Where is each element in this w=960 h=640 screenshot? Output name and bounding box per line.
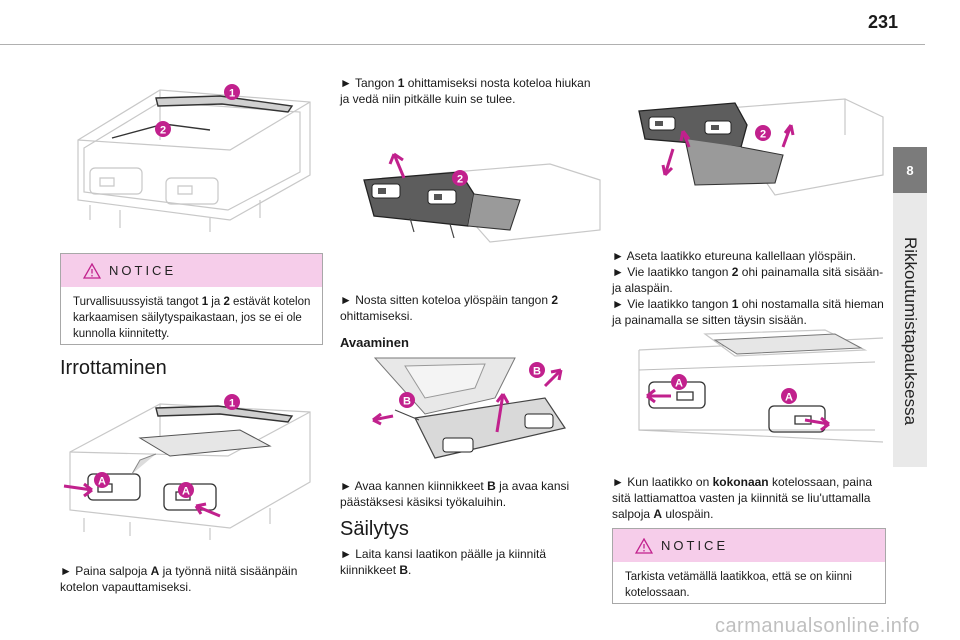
marker-b-right: B <box>533 366 541 378</box>
chapter-title: Rikkoutumistapauksessa <box>893 196 927 466</box>
step-lift-bar-2: ► Nosta sitten koteloa ylöspäin tangon 2… <box>340 293 559 323</box>
box-bars-illustration: 1 2 <box>77 84 311 232</box>
marker-1: 1 <box>229 88 235 100</box>
notice-text-2: Tarkista vetämällä laatikkoa, että se on… <box>625 571 852 599</box>
heading-removing: Irrottaminen <box>60 357 167 379</box>
marker-2: 2 <box>160 125 166 137</box>
lid-fasteners-illustration: B B <box>372 357 566 459</box>
lift-box-illustration: 2 <box>363 152 601 243</box>
latches-release-illustration: 1 A A <box>63 394 311 540</box>
header-rule <box>0 44 925 45</box>
notice-label-2: NOTICE <box>661 538 729 553</box>
marker-2-insert: 2 <box>760 129 766 141</box>
heading-storage: Säilytys <box>340 518 409 540</box>
secure-latches-illustration: A A <box>638 329 884 443</box>
step-place-lid: ► Laita kansi laatikon päälle ja kiinnit… <box>340 547 547 577</box>
page-number: 231 <box>867 12 898 32</box>
marker-b-left: B <box>403 396 411 408</box>
steps-insert-box: ► Aseta laatikko etureuna kallellaan ylö… <box>612 249 884 327</box>
chapter-number-tab[interactable]: 8 <box>893 147 927 193</box>
notice-box-check: NOTICE Tarkista vetämällä laatikkoa, ett… <box>612 528 886 604</box>
footer-watermark: carmanualsonline.info <box>714 615 920 637</box>
notice-label: NOTICE <box>109 263 177 278</box>
notice-header-2: NOTICE <box>613 529 885 562</box>
step-secure-box: ► Kun laatikko on kokonaan kotelossaan, … <box>612 475 873 521</box>
marker-2-lift: 2 <box>457 174 463 186</box>
marker-1-removal: 1 <box>229 398 235 410</box>
marker-a-right: A <box>182 486 190 498</box>
marker-a-left: A <box>98 476 106 488</box>
step-pass-bar-1: ► Tangon 1 ohittamiseksi nosta koteloa h… <box>340 76 591 106</box>
notice-box-safety: NOTICE Turvallisuussyistä tangot 1 ja 2 … <box>60 253 323 345</box>
chapter-title-text: Rikkoutumistapauksessa <box>901 236 920 426</box>
warning-triangle-icon <box>635 537 653 554</box>
marker-a-secure-right: A <box>785 392 793 404</box>
insert-box-illustration: 2 <box>638 98 884 196</box>
notice-text: Turvallisuussyistä tangot 1 ja 2 estävät… <box>73 296 311 340</box>
warning-triangle-icon <box>83 262 101 279</box>
step-press-latches: ► Paina salpoja A ja työnnä niitä sisään… <box>60 564 298 594</box>
step-open-lid: ► Avaa kannen kiinnikkeet B ja avaa kans… <box>340 479 570 509</box>
notice-header: NOTICE <box>61 254 322 287</box>
marker-a-secure-left: A <box>675 378 683 390</box>
heading-opening: Avaaminen <box>340 335 409 350</box>
